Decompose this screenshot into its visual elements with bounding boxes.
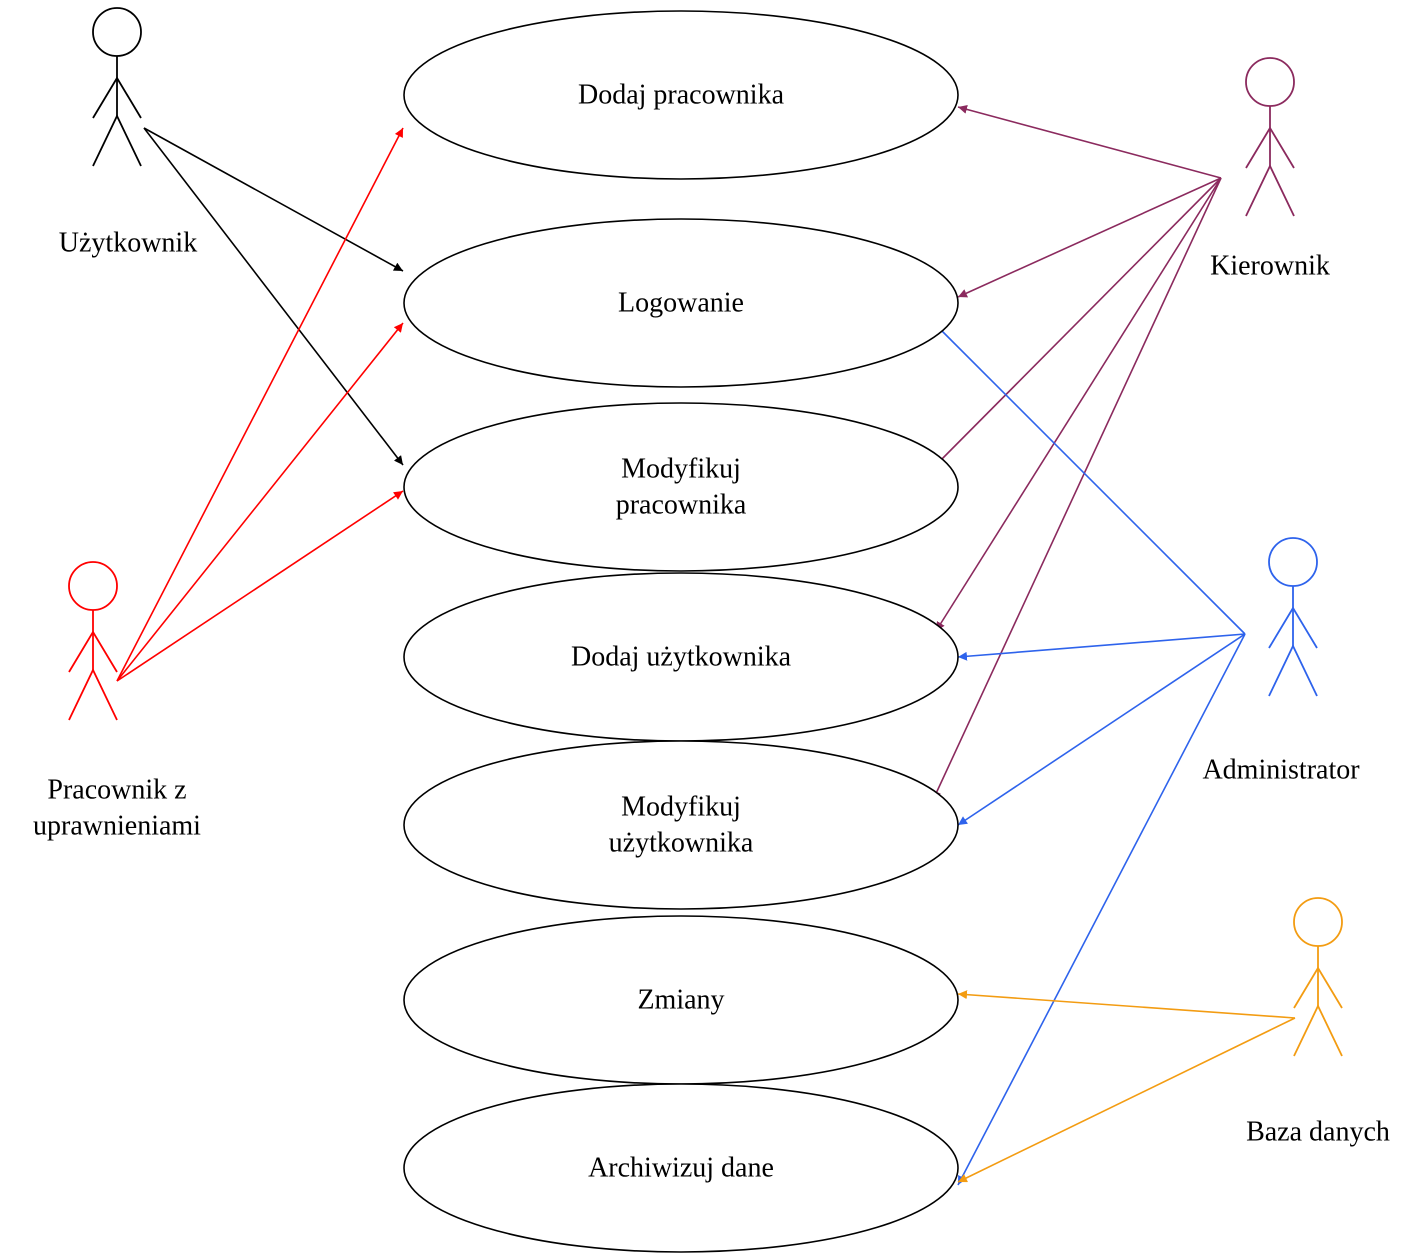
association-pracownik-to-modyfikuj-pracownika — [116, 490, 404, 682]
use-case-label: Dodaj pracownika — [578, 80, 785, 111]
actor-arms — [1293, 966, 1343, 1009]
use-case-label: Dodaj użytkownika — [571, 642, 792, 673]
actor-head — [1293, 897, 1343, 947]
association-pracownik-to-logowanie — [116, 322, 404, 682]
association-kierownik-to-dodaj-uzytkownika — [935, 177, 1222, 632]
use-case-label: Zmiany — [637, 985, 724, 1016]
association-kierownik-to-modyfikuj-uzytkownika — [932, 177, 1222, 801]
actor-figure-icon — [92, 7, 142, 167]
use-case-ellipse — [403, 402, 959, 572]
use-case-dodaj-pracownika: Dodaj pracownika — [403, 10, 959, 180]
use-case-dodaj-uzytkownika: Dodaj użytkownika — [403, 572, 959, 742]
use-case-ellipse — [403, 10, 959, 180]
actor-label: Baza danych — [1246, 1117, 1390, 1148]
actor-head — [68, 561, 118, 611]
actor-figure-icon — [1245, 57, 1295, 217]
association-administrator-to-modyfikuj-uzytkownika — [957, 633, 1246, 826]
actor-arms — [68, 630, 118, 673]
use-case-logowanie: Logowanie — [403, 218, 959, 388]
actor-baza: Baza danych — [1246, 897, 1390, 1148]
actor-administrator: Administrator — [1202, 537, 1360, 786]
actor-legs — [1293, 1003, 1343, 1057]
association-administrator-to-dodaj-uzytkownika — [957, 633, 1246, 661]
actor-label: Pracownik z — [47, 775, 186, 806]
use-case-label: użytkownika — [609, 828, 754, 859]
actor-head — [92, 7, 142, 57]
associations-layer — [116, 105, 1296, 1186]
actor-label: uprawnieniami — [33, 811, 201, 842]
actor-arms — [1268, 606, 1318, 649]
association-baza-to-archiwizuj-dane — [957, 1017, 1296, 1183]
use-case-archiwizuj-dane: Archiwizuj dane — [403, 1083, 959, 1253]
actor-pracownik: Pracownik z uprawnieniami — [33, 561, 201, 842]
association-administrator-to-archiwizuj-dane — [957, 633, 1246, 1186]
actor-label: Użytkownik — [59, 228, 197, 259]
association-baza-to-zmiany — [957, 990, 1296, 1019]
actor-figure-icon — [1293, 897, 1343, 1057]
association-uzytkownik-to-logowanie — [143, 127, 404, 272]
association-administrator-to-logowanie — [933, 322, 1246, 635]
actor-label: Administrator — [1202, 755, 1360, 786]
actor-head — [1268, 537, 1318, 587]
use-case-ellipse — [403, 740, 959, 910]
use-case-label: Logowanie — [618, 288, 744, 319]
actor-arms — [92, 76, 142, 119]
actor-figure-icon — [68, 561, 118, 721]
actor-legs — [68, 667, 118, 721]
association-kierownik-to-logowanie — [957, 177, 1222, 298]
use-case-label: Modyfikuj — [621, 454, 741, 485]
use-case-modyfikuj-uzytkownika: Modyfikuj użytkownika — [403, 740, 959, 910]
association-uzytkownik-to-modyfikuj-pracownika — [143, 127, 404, 466]
use-case-label: Modyfikuj — [621, 792, 741, 823]
actor-label: Kierownik — [1210, 251, 1330, 282]
actor-kierownik: Kierownik — [1210, 57, 1330, 282]
actor-figure-icon — [1268, 537, 1318, 697]
association-kierownik-to-modyfikuj-pracownika — [935, 177, 1222, 466]
association-pracownik-to-dodaj-pracownika — [116, 127, 404, 682]
actor-legs — [1268, 643, 1318, 697]
actor-head — [1245, 57, 1295, 107]
actor-legs — [92, 113, 142, 167]
use-case-ellipse — [403, 218, 959, 388]
use-case-label: pracownika — [616, 490, 747, 521]
use-case-label: Archiwizuj dane — [588, 1153, 774, 1184]
actor-legs — [1245, 163, 1295, 217]
use-case-modyfikuj-pracownika: Modyfikuj pracownika — [403, 402, 959, 572]
association-kierownik-to-dodaj-pracownika — [957, 105, 1222, 179]
actor-arms — [1245, 126, 1295, 169]
use-case-zmiany: Zmiany — [403, 915, 959, 1085]
actor-uzytkownik: Użytkownik — [59, 7, 197, 259]
use-case-ellipse — [403, 1083, 959, 1253]
